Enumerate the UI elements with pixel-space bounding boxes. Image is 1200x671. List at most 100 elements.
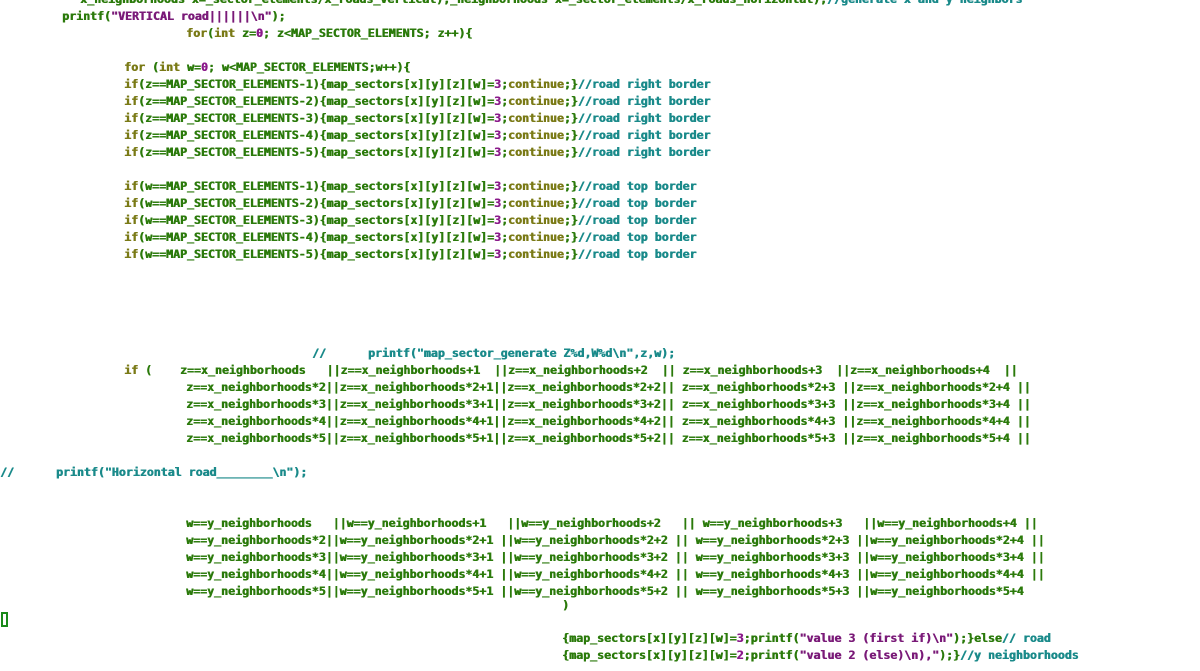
code-line[interactable]: for(int z=0; z<MAP_SECTOR_ELEMENTS; z++)… (186, 25, 472, 42)
code-token: ; (500, 196, 508, 210)
code-line[interactable]: if(w==MAP_SECTOR_ELEMENTS-1){map_sectors… (124, 178, 696, 195)
code-line[interactable]: w==y_neighborhoods*4||w==y_neighborhoods… (186, 566, 1045, 583)
code-token: //road right border (577, 77, 711, 91)
code-token: w==y_neighborhoods*4||w==y_neighborhoods… (186, 567, 1045, 581)
code-token: //road right border (577, 111, 711, 125)
code-token: //generate x and y neighbors (827, 0, 1022, 6)
code-token: continue (507, 196, 564, 210)
code-line[interactable]: if(w==MAP_SECTOR_ELEMENTS-3){map_sectors… (124, 212, 696, 229)
code-token: (w==MAP_SECTOR_ELEMENTS-1){map_sectors[x… (137, 179, 494, 193)
code-line[interactable]: ) (562, 597, 569, 614)
code-line[interactable]: {map_sectors[x][y][z][w]=2;printf("value… (562, 647, 1079, 664)
code-line[interactable]: z==x_neighborhoods*3||z==x_neighborhoods… (186, 396, 1031, 413)
code-line[interactable]: if ( z==x_neighborhoods ||z==x_neighborh… (124, 362, 1017, 379)
code-token: //road top border (577, 247, 697, 261)
code-token: z==x_neighborhoods*3||z==x_neighborhoods… (186, 397, 1031, 411)
code-token: ;printf( (743, 648, 800, 662)
code-line[interactable]: // printf("map_sector_generate Z%d,W%d\n… (312, 345, 675, 362)
code-token: x_neighborhoods*x=_sector_elements (80, 0, 317, 6)
code-token: continue (507, 179, 564, 193)
code-token: ; (500, 111, 508, 125)
code-line[interactable]: {map_sectors[x][y][z][w]=3;printf("value… (562, 630, 1051, 647)
code-token: // printf("Horizontal road________\n"); (0, 465, 308, 479)
code-token: if (124, 77, 138, 91)
code-token: if (124, 111, 138, 125)
code-line[interactable]: if(w==MAP_SECTOR_ELEMENTS-5){map_sectors… (124, 246, 696, 263)
code-token: ;} (563, 111, 578, 125)
code-line[interactable]: // printf("Horizontal road________\n"); (0, 464, 307, 481)
code-token: //road top border (577, 230, 697, 244)
code-line[interactable]: printf("VERTICAL road||||||\n"); (62, 8, 285, 25)
code-line[interactable]: if(z==MAP_SECTOR_ELEMENTS-1){map_sectors… (124, 76, 710, 93)
code-token: ; (500, 230, 508, 244)
code-token: {map_sectors[x][y][z][w]= (562, 631, 737, 645)
code-token: int (213, 26, 235, 40)
code-token: "value 2 (else)\n)," (799, 648, 939, 662)
code-token: 2 (736, 648, 744, 662)
code-line[interactable]: z==x_neighborhoods*4||z==x_neighborhoods… (186, 413, 1031, 430)
code-token: if (124, 94, 138, 108)
code-line[interactable]: if(w==MAP_SECTOR_ELEMENTS-2){map_sectors… (124, 195, 696, 212)
code-token: (w==MAP_SECTOR_ELEMENTS-4){map_sectors[x… (137, 230, 494, 244)
code-line[interactable]: if(z==MAP_SECTOR_ELEMENTS-5){map_sectors… (124, 144, 710, 161)
code-token: 3 (493, 94, 501, 108)
code-line[interactable]: x_neighborhoods*x=_sector_elements/x_roa… (80, 0, 1022, 8)
code-line[interactable]: if(z==MAP_SECTOR_ELEMENTS-2){map_sectors… (124, 93, 710, 110)
code-token: z==x_neighborhoods*4||z==x_neighborhoods… (186, 414, 1031, 428)
code-token: w==y_neighborhoods*3||w==y_neighborhoods… (186, 550, 1045, 564)
code-token: continue (507, 111, 564, 125)
code-line[interactable]: if(z==MAP_SECTOR_ELEMENTS-4){map_sectors… (124, 127, 710, 144)
code-line[interactable]: w==y_neighborhoods*5||w==y_neighborhoods… (186, 583, 1024, 600)
code-line[interactable]: w==y_neighborhoods ||w==y_neighborhoods+… (186, 515, 1038, 532)
code-token: w==y_neighborhoods*2||w==y_neighborhoods… (186, 533, 1045, 547)
code-token: continue (507, 128, 564, 142)
code-token: //road right border (577, 128, 711, 142)
code-token: (z==MAP_SECTOR_ELEMENTS-5){map_sectors[x… (137, 145, 494, 159)
code-token: ) (562, 598, 569, 612)
code-line[interactable]: for (int w=0; w<MAP_SECTOR_ELEMENTS;w++)… (124, 59, 410, 76)
code-token: z==x_neighborhoods*2||z==x_neighborhoods… (186, 380, 1031, 394)
code-token: //road top border (577, 179, 697, 193)
code-token: for (124, 60, 145, 74)
code-token: 3 (493, 145, 501, 159)
code-token: ( (206, 26, 214, 40)
code-token: ;} (563, 179, 578, 193)
code-token: "VERTICAL road||||||\n" (110, 9, 272, 23)
code-token: ;} (563, 145, 578, 159)
code-token: (z==MAP_SECTOR_ELEMENTS-1){map_sectors[x… (137, 77, 494, 91)
code-token: ;printf( (743, 631, 800, 645)
code-token: /x_roads_vertical); (317, 0, 450, 6)
code-token: ; (500, 179, 508, 193)
code-token: 3 (493, 213, 501, 227)
code-token: _neighborhoods*x=_sector_elements/x_road… (450, 0, 827, 6)
code-line[interactable]: w==y_neighborhoods*2||w==y_neighborhoods… (186, 532, 1045, 549)
code-line[interactable]: w==y_neighborhoods*3||w==y_neighborhoods… (186, 549, 1045, 566)
code-token: ; (500, 77, 508, 91)
code-token: continue (507, 77, 564, 91)
code-token: );}else (952, 631, 1002, 645)
code-token: if (124, 145, 138, 159)
code-token: 3 (493, 196, 501, 210)
code-token: //road right border (577, 94, 711, 108)
code-token: ); (271, 9, 286, 23)
code-line[interactable]: if(w==MAP_SECTOR_ELEMENTS-4){map_sectors… (124, 229, 696, 246)
code-token: ; (500, 247, 508, 261)
code-token: for (186, 26, 207, 40)
code-token: ; (500, 94, 508, 108)
code-token: ( (144, 60, 159, 74)
code-token: ;} (563, 128, 578, 142)
code-line[interactable]: if(z==MAP_SECTOR_ELEMENTS-3){map_sectors… (124, 110, 710, 127)
code-line[interactable]: z==x_neighborhoods*5||z==x_neighborhoods… (186, 430, 1031, 447)
code-token: 3 (493, 128, 501, 142)
code-token: ( z==x_neighborhoods ||z==x_neighborhood… (137, 363, 1018, 377)
code-token: ; z<MAP_SECTOR_ELEMENTS; z++){ (262, 26, 473, 40)
code-token: // road (1001, 631, 1051, 645)
code-token: continue (507, 145, 564, 159)
code-token: //road right border (577, 145, 711, 159)
code-token: 3 (736, 631, 744, 645)
code-token: // printf("map_sector_generate Z%d,W%d\n… (312, 346, 675, 360)
code-token: 3 (493, 77, 501, 91)
code-line[interactable]: z==x_neighborhoods*2||z==x_neighborhoods… (186, 379, 1031, 396)
code-token: continue (507, 247, 564, 261)
